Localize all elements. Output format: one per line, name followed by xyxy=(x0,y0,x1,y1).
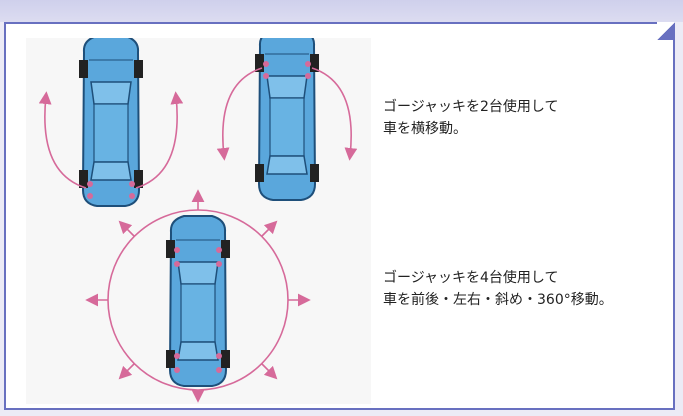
panel-corner-fold xyxy=(657,22,675,40)
jack-markers-bottom xyxy=(174,247,222,373)
caption-four-jacks-line1: ゴージャッキを4台使用して xyxy=(383,270,559,286)
caption-two-jacks-line2: 車を横移動。 xyxy=(383,121,467,137)
jack-markers-top-right xyxy=(263,61,311,79)
car-movement-illustration xyxy=(26,38,371,404)
caption-four-jacks: ゴージャッキを4台使用して 車を前後・左右・斜め・360°移動。 xyxy=(383,267,613,311)
rotation-arrow-right-1 xyxy=(216,67,263,161)
caption-two-jacks: ゴージャッキを2台使用して 車を横移動。 xyxy=(383,96,559,140)
content-panel: ゴージャッキを2台使用して 車を横移動。 ゴージャッキを4台使用して 車を前後・… xyxy=(4,22,675,410)
rotation-arrow-right-2 xyxy=(311,67,358,161)
rotation-arrow-left-1 xyxy=(38,91,87,189)
rotation-arrow-left-2 xyxy=(135,91,184,189)
caption-four-jacks-line2: 車を前後・左右・斜め・360°移動。 xyxy=(383,292,613,308)
car-top-left xyxy=(78,38,144,207)
jack-markers-top-left xyxy=(87,181,135,199)
car-bottom xyxy=(165,215,231,387)
car-top-right xyxy=(254,38,320,201)
radial-arrows xyxy=(85,189,311,403)
top-bar xyxy=(0,0,683,22)
car-movement-svg xyxy=(38,38,358,403)
caption-two-jacks-line1: ゴージャッキを2台使用して xyxy=(383,99,559,115)
